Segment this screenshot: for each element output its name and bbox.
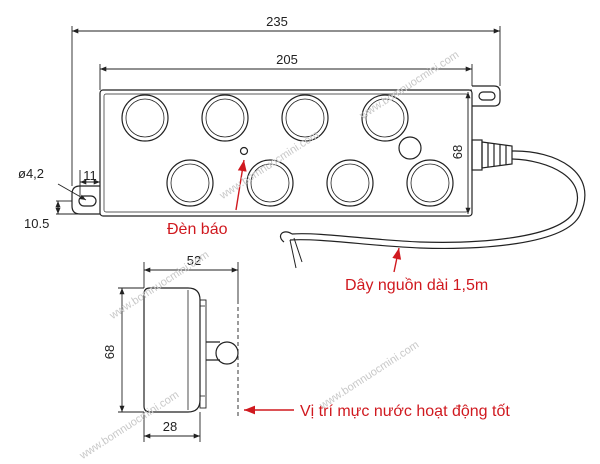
power-cable-edge [291,158,578,243]
dim-height-label: 68 [450,145,465,159]
dim-side-depth [143,262,239,300]
indicator-led [239,146,249,156]
side-base [199,299,207,409]
mist-head-ring [170,163,210,203]
mist-head-ring [365,98,405,138]
right-mount-tab [472,85,501,107]
dim-side-depth-label: 52 [187,253,201,268]
dim-side-base-label: 28 [163,419,177,434]
power-cord-label: Dây nguồn dài 1,5m [345,277,488,294]
mist-head [406,159,454,207]
mist-heads [121,94,454,207]
dim-overall-length [71,26,501,186]
device-inner-outline [103,93,469,213]
dim-side-base [143,412,201,442]
indicator-arrow [235,159,247,211]
mist-head [326,159,374,207]
power-cable [289,150,586,249]
power-cord-arrow [392,247,402,273]
side-cable-stub [206,341,220,361]
left-mount-hole [78,195,97,207]
dim-tab-width-label: 11 [83,168,97,183]
mist-head [361,94,409,142]
dim-tab-offset [55,200,100,215]
cable-strain-relief [471,139,513,171]
mist-head-ring [125,98,165,138]
mist-head [201,94,249,142]
device-body [99,89,473,217]
mist-head [166,159,214,207]
dim-height [465,89,472,214]
water-level-sensor [398,136,422,160]
dim-overall-length-label: 235 [266,14,288,29]
top-view [71,85,586,269]
mist-head [246,159,294,207]
dim-side-height [118,287,144,413]
dim-hole-diameter-label: ø4,2 [18,166,44,181]
side-cable-end [215,341,239,365]
dim-body-length-label: 205 [276,52,298,67]
mist-head-ring [410,163,450,203]
dim-tab-width [79,170,101,196]
indicator-label: Đèn báo [167,221,228,238]
wire-end [289,237,303,269]
dim-side-height-label: 68 [102,345,117,359]
mist-head-ring [330,163,370,203]
mist-head-ring [250,163,290,203]
mist-head-ring [205,98,245,138]
right-mount-hole [478,91,496,101]
dim-hole-diameter [57,183,87,201]
wire-end [280,231,293,243]
dim-tab-offset-label: 10.5 [24,216,49,231]
side-view [143,287,239,418]
side-body [143,287,201,413]
mist-head [121,94,169,142]
water-level-label: Vị trí mực nước hoạt động tốt [300,403,510,420]
mist-head-ring [285,98,325,138]
dim-body-length [99,64,473,90]
mist-head [281,94,329,142]
